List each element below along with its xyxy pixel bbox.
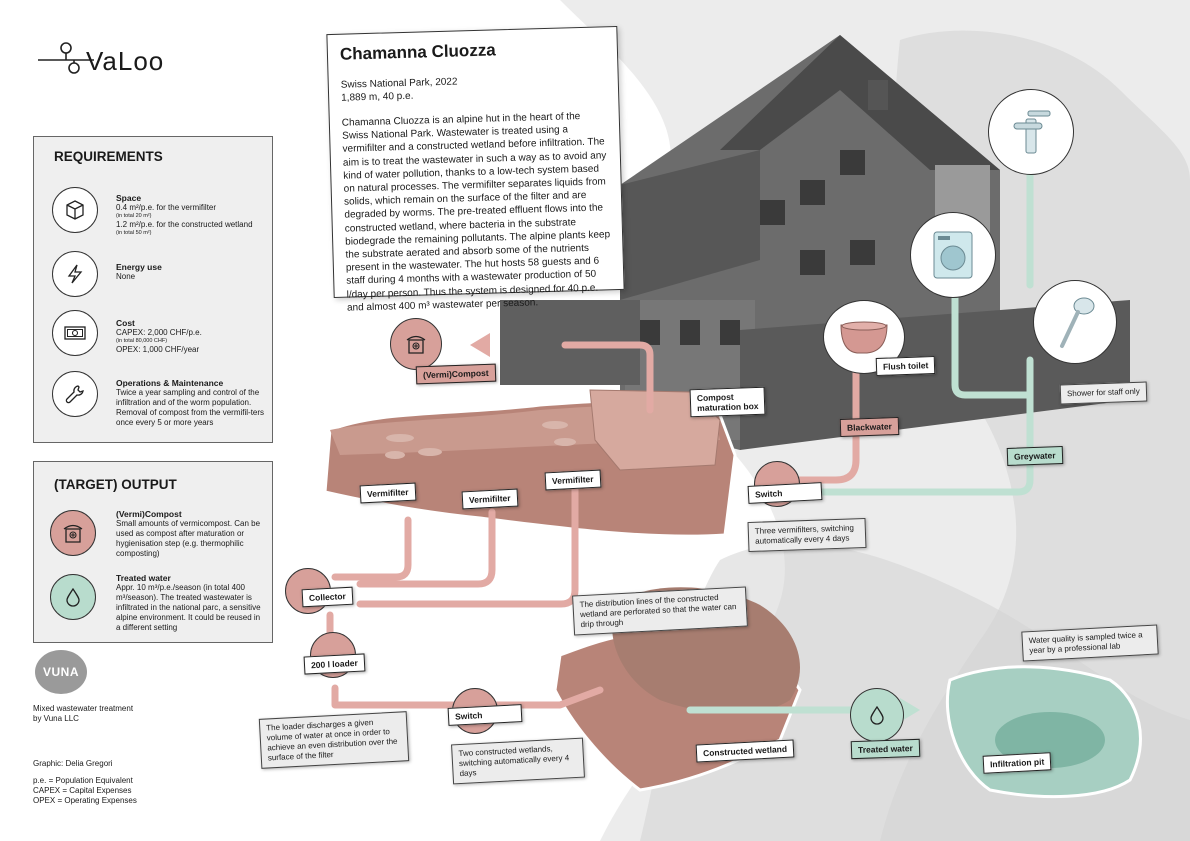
energy-icon-circle	[52, 251, 98, 297]
wrench-icon	[65, 385, 84, 404]
ops-icon-circle	[52, 371, 98, 417]
pe-definition: p.e. = Population Equivalent	[33, 776, 133, 785]
treated-water-node	[850, 688, 904, 742]
water-drop-icon	[66, 587, 80, 607]
space-line1: 0.4 m²/p.e. for the vermifilter	[116, 203, 217, 212]
compost-bin-icon	[63, 524, 83, 543]
space-line2: 1.2 m²/p.e. for the constructed wetland	[116, 220, 253, 229]
output-compost-title: (Vermi)Compost	[116, 509, 182, 519]
washing-machine-icon	[933, 231, 973, 279]
cost-line1: CAPEX: 2,000 CHF/p.e.	[116, 328, 202, 337]
vuna-logo-text: VUNA	[42, 665, 79, 679]
opex-definition: OPEX = Operating Expenses	[33, 796, 137, 805]
energy-text: None	[116, 272, 136, 281]
label-vermicompost: (Vermi)Compost	[415, 363, 496, 385]
label-flush-toilet: Flush toilet	[875, 355, 936, 377]
output-water-title: Treated water	[116, 573, 171, 583]
loader-note: The loader discharges a given volume of …	[258, 711, 410, 769]
hut-title: Chamanna Cluozza	[339, 40, 497, 64]
valoo-logo-text: VaLoo	[86, 46, 165, 76]
label-collector: Collector	[301, 586, 354, 608]
vermicompost-node	[390, 318, 442, 370]
cost-line2: OPEX: 1,000 CHF/year	[116, 345, 200, 354]
label-compost-box: Compost maturation box	[689, 386, 766, 418]
washing-machine-fixture	[910, 212, 996, 298]
water-icon-circle	[50, 574, 96, 620]
compost-icon-circle	[50, 510, 96, 556]
cost-icon-circle	[52, 310, 98, 356]
output-compost-text: Small amounts of vermicompost. Can be us…	[116, 519, 261, 558]
cost-title: Cost	[116, 318, 135, 328]
tap-icon	[1013, 110, 1051, 154]
switch-1-note: Three vermifilters, switching automatica…	[747, 517, 867, 553]
shower-note: Shower for staff only	[1059, 381, 1148, 405]
space-line2-small: (in total 50 m²)	[116, 230, 152, 236]
label-vermifilter-3: Vermifilter	[544, 469, 602, 491]
space-line1-small: (in total 20 m²)	[116, 213, 152, 219]
valoo-logo: VaLoo	[36, 38, 166, 78]
cube-icon	[66, 200, 84, 220]
output-title: (TARGET) OUTPUT	[54, 477, 177, 492]
output-water-text: Appr. 10 m³/p.e./season (in total 400 m³…	[116, 583, 261, 632]
label-loader: 200 l loader	[303, 653, 366, 675]
output-panel: (TARGET) OUTPUT (Vermi)Compost Small amo…	[33, 461, 273, 643]
lightning-icon	[67, 264, 83, 284]
compost-bin-icon	[406, 335, 426, 354]
requirements-title: REQUIREMENTS	[54, 149, 163, 164]
hut-description: Chamanna Cluozza is an alpine hut in the…	[341, 111, 611, 314]
shower-icon	[1060, 297, 1095, 348]
requirements-panel: REQUIREMENTS Space 0.4 m²/p.e. for the v…	[33, 136, 273, 443]
ops-text: Twice a year sampling and control of the…	[116, 388, 265, 427]
space-icon-circle	[52, 187, 98, 233]
label-treated-water: Treated water	[850, 738, 921, 760]
credit-line-2: by Vuna LLC	[33, 714, 79, 723]
water-drop-icon	[870, 705, 884, 725]
valoo-logo-icon	[38, 42, 94, 74]
toilet-icon	[840, 321, 888, 354]
shower-fixture	[1033, 280, 1117, 364]
label-infiltration-pit: Infiltration pit	[982, 752, 1052, 774]
label-greywater: Greywater	[1006, 446, 1063, 466]
cost-line1-small: (in total 80,000 CHF)	[116, 338, 168, 344]
capex-definition: CAPEX = Capital Expenses	[33, 786, 132, 795]
switch-2-note: Two constructed wetlands, switching auto…	[451, 737, 585, 785]
graphic-credit: Graphic: Delia Gregori	[33, 759, 113, 768]
tap-fixture	[988, 89, 1074, 175]
hut-info-box: Chamanna Cluozza Swiss National Park, 20…	[326, 25, 625, 313]
vuna-logo: VUNA	[35, 650, 87, 694]
label-vermifilter-1: Vermifilter	[359, 482, 417, 504]
ops-title: Operations & Maintenance	[116, 378, 224, 388]
label-blackwater: Blackwater	[839, 416, 900, 438]
energy-title: Energy use	[116, 262, 162, 272]
space-title: Space	[116, 193, 142, 203]
label-vermifilter-2: Vermifilter	[461, 488, 519, 510]
credit-line-1: Mixed wastewater treatment	[33, 704, 134, 713]
banknote-icon	[64, 326, 86, 340]
